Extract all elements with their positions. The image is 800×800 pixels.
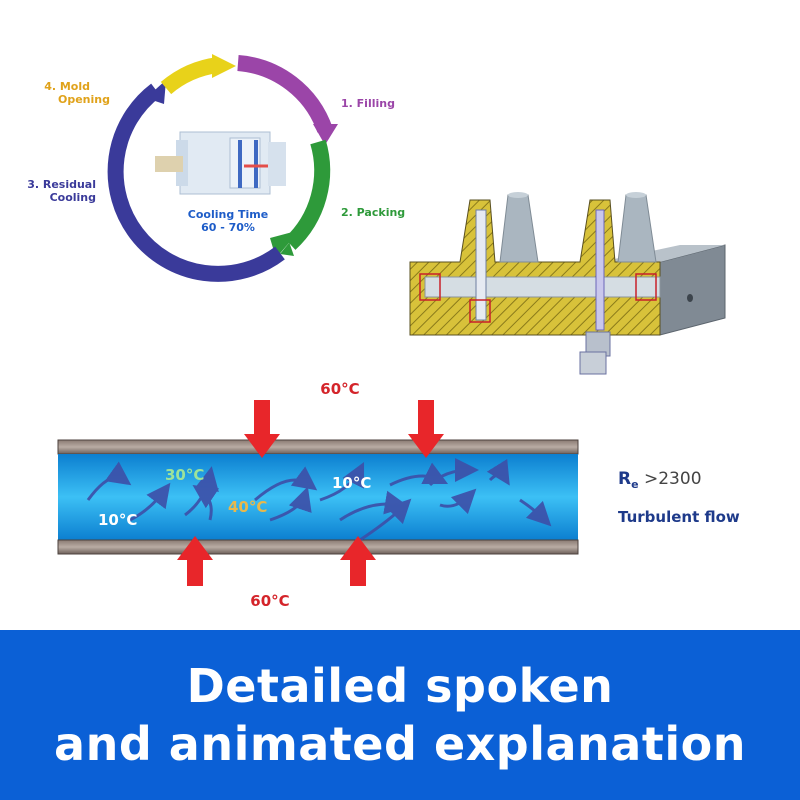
pipe-wall-bottom (57, 539, 579, 555)
fluid-temp-40: 40°C (228, 498, 267, 516)
step-label-filling: 1. Filling (341, 97, 395, 110)
flow-type-label: Turbulent flow (618, 508, 740, 526)
step-label-opening-2: Opening (58, 93, 110, 106)
cycle-diagram: Cooling Time 60 - 70% 1. Filling 2. Pack… (27, 54, 405, 282)
banner-line-2: and animated explanation (54, 717, 746, 771)
cycle-arrow-residual (146, 80, 166, 104)
pipe-wall-top (57, 439, 579, 455)
promo-banner: Detailed spoken and animated explanation (0, 630, 800, 800)
step-label-packing: 2. Packing (341, 206, 405, 219)
cycle-arrow-filling (313, 124, 338, 145)
reynolds-label: Re (618, 469, 639, 491)
mold-cross-section (409, 192, 726, 375)
cycle-arc-opening (160, 57, 220, 95)
cycle-arrow-opening (212, 54, 236, 78)
cycle-arc-filling (237, 55, 333, 133)
heat-arrow-top-2 (408, 400, 444, 458)
step-label-residual-1: 3. Residual (27, 178, 96, 191)
heat-arrow-top-1 (244, 400, 280, 458)
cycle-arrow-packing (280, 232, 298, 256)
cooling-time-value: 60 - 70% (201, 221, 255, 234)
pipe-flow-diagram: 30°C 40°C 10°C 10°C 60°C 60°C Re >2300 T… (57, 380, 740, 610)
step-label-opening-1: 4. Mold (44, 80, 90, 93)
cooling-time-title: Cooling Time (188, 208, 268, 221)
wall-temp-top: 60°C (320, 380, 359, 398)
fluid-temp-10-left: 10°C (98, 511, 137, 529)
heat-arrow-bottom-2 (340, 536, 376, 586)
fluid-temp-30: 30°C (165, 466, 204, 484)
heat-arrow-bottom-1 (177, 536, 213, 586)
turbulence-arrows (86, 458, 552, 542)
step-label-residual-2: Cooling (50, 191, 96, 204)
mold-machine-illustration (155, 131, 286, 195)
reynolds-value: >2300 (644, 469, 702, 489)
cycle-arc-packing (284, 139, 331, 250)
banner-line-1: Detailed spoken (186, 659, 614, 713)
cycle-arc-residual (107, 83, 285, 282)
wall-temp-bottom: 60°C (250, 592, 289, 610)
fluid-temp-10-right: 10°C (332, 474, 371, 492)
